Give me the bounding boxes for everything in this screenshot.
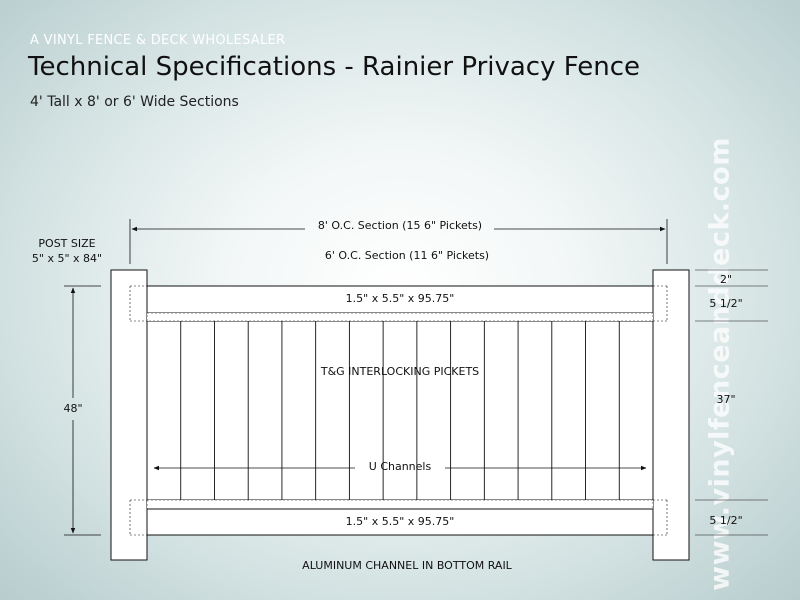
top-rail (129, 285, 668, 322)
u-channels-label: U Channels (368, 460, 432, 473)
bottom-rail (129, 499, 668, 536)
height-dimension (64, 285, 101, 536)
section-width-dimension (129, 219, 668, 264)
section-6ft-label: 6' O.C. Section (11 6" Pickets) (324, 249, 490, 262)
pickets-label: T&G INTERLOCKING PICKETS (320, 365, 480, 378)
height-label: 48" (63, 402, 83, 415)
top-rail-label: 1.5" x 5.5" x 95.75" (345, 292, 455, 305)
page-title: Technical Specifications - Rainier Priva… (28, 52, 641, 82)
post-size-value: 5" x 5" x 84" (31, 252, 103, 265)
right-post (652, 269, 690, 561)
bottom-rail-label: 1.5" x 5.5" x 95.75" (345, 515, 455, 528)
post-size-label: POST SIZE (38, 237, 96, 250)
dim-bottom-rail: 5 1/2" (709, 514, 743, 527)
dim-top-rail: 5 1/2" (709, 297, 743, 310)
dim-top-gap: 2" (719, 273, 733, 286)
brand-tagline: A VINYL FENCE & DECK WHOLESALER (30, 33, 286, 48)
dim-picket-span: 37" (716, 393, 736, 406)
page-subtitle: 4' Tall x 8' or 6' Wide Sections (30, 94, 239, 110)
left-post (110, 269, 148, 561)
section-8ft-label: 8' O.C. Section (15 6" Pickets) (317, 219, 483, 232)
bottom-note: ALUMINUM CHANNEL IN BOTTOM RAIL (302, 559, 512, 572)
picket-panel (146, 320, 654, 501)
right-dimension-lines (695, 269, 768, 536)
